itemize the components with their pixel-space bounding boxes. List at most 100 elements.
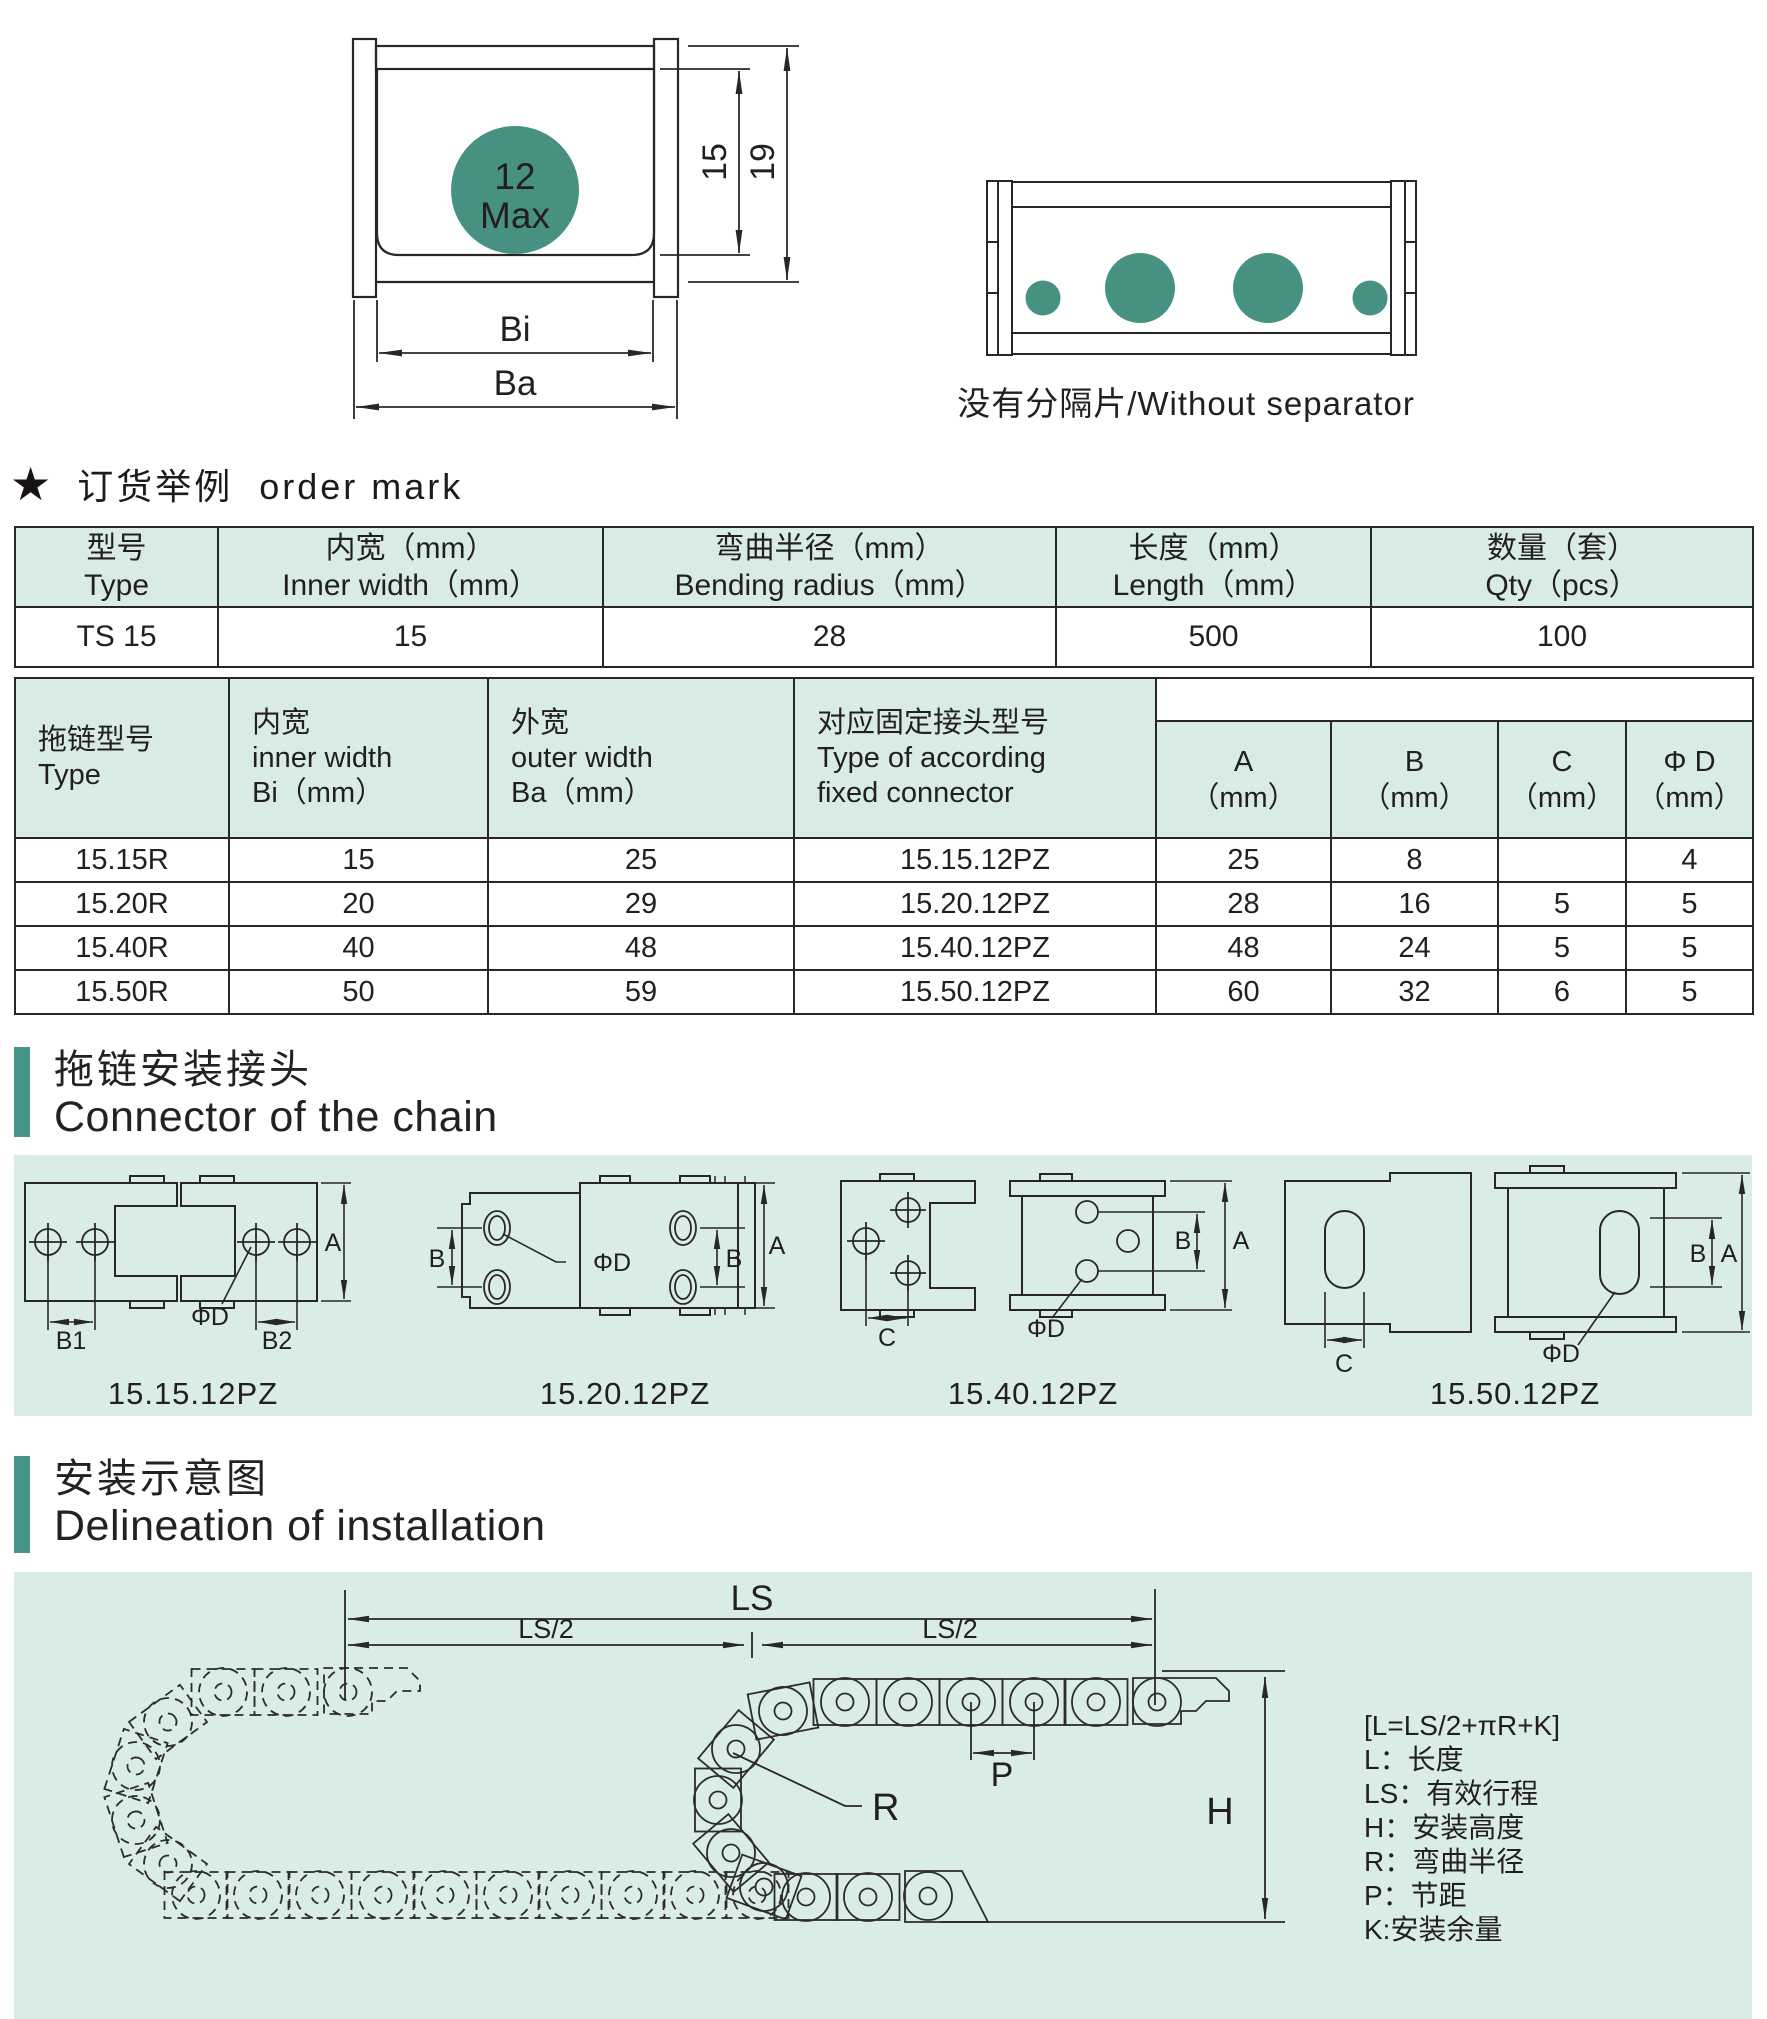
dim-p-label: P (991, 1756, 1014, 1794)
right-side-plate (652, 37, 680, 299)
cell: 59 (487, 969, 795, 1015)
cell: 15.50.12PZ (793, 969, 1157, 1015)
cell: 24 (1330, 925, 1499, 971)
top-right-bracket (1132, 1677, 1230, 1727)
order-col-inner-width: 内宽（mm）Inner width（mm） (217, 526, 604, 608)
cell: 60 (1155, 969, 1332, 1015)
legend-line: H：安装高度 (1364, 1812, 1524, 1843)
legend-line: P：节距 (1364, 1880, 1467, 1911)
order-heading-text: 订货举例 order mark (77, 466, 464, 507)
order-heading: ★ 订货举例 order mark (10, 458, 463, 510)
dim-r-label: R (872, 1787, 899, 1829)
cell: 8 (1330, 837, 1499, 883)
dim-ls-label: LS (731, 1579, 774, 1618)
d3-a-label: A (1233, 1227, 1250, 1255)
drawing-15-50-12PZ (1284, 1165, 1750, 1348)
bottom-right-bracket (903, 1870, 990, 1923)
cell: 15.20.12PZ (793, 881, 1157, 927)
spec-header-row-2: A（mm） B（mm） C（mm） Φ D（mm） (15, 720, 1754, 839)
legend-line: K:安装余量 (1364, 1914, 1502, 1945)
cell: 15.40R (14, 925, 230, 971)
installation-diagram: LS LS/2 LS/2 P R H [L=LS/2+πR+K] L：长度 LS… (103, 1579, 1560, 1945)
order-qty-value: 100 (1370, 606, 1754, 668)
dim-ls2-right-label: LS/2 (922, 1614, 978, 1644)
cell: 15.15R (14, 837, 230, 883)
drawing-15-15-12PZ (24, 1175, 351, 1330)
installation-title-en: Delineation of installation (54, 1502, 546, 1550)
cell: 15 (228, 837, 489, 883)
cross-section-diagram: 12 Max 15 19 Bi Ba (351, 37, 799, 419)
installation-title-zh: 安装示意图 (54, 1457, 269, 1501)
d1-part-label: 15.15.12PZ (108, 1376, 278, 1411)
cell: 15.15.12PZ (793, 837, 1157, 883)
cell: 5 (1625, 925, 1754, 971)
cell: 15.40.12PZ (793, 925, 1157, 971)
installation-legend: [L=LS/2+πR+K] L：长度 LS：有效行程 H：安装高度 R：弯曲半径… (1364, 1710, 1560, 1945)
legend-line: R：弯曲半径 (1364, 1846, 1524, 1877)
order-type-value: TS 15 (14, 606, 219, 668)
cell: 25 (1155, 837, 1332, 883)
cell: 6 (1497, 969, 1627, 1015)
d3-b-label: B (1175, 1227, 1192, 1255)
section-bar-icon (14, 1047, 30, 1137)
installation-section-heading: 安装示意图 Delineation of installation (14, 1456, 546, 1553)
order-col-bending-radius: 弯曲半径（mm）Bending radius（mm） (602, 526, 1057, 608)
order-col-length: 长度（mm）Length（mm） (1055, 526, 1372, 608)
spec-col-c: C（mm） (1497, 720, 1627, 839)
spec-row-2: 15.20R 20 29 15.20.12PZ 28 16 5 5 (14, 881, 1754, 927)
dim-15-label: 15 (696, 143, 734, 181)
left-side-plate (351, 37, 378, 299)
cell: 15.50R (14, 969, 230, 1015)
d4-part-label: 15.50.12PZ (1430, 1376, 1600, 1411)
cell: 5 (1625, 969, 1754, 1015)
cell: 5 (1625, 881, 1754, 927)
d2-phid-label: ΦD (593, 1249, 631, 1277)
cell: 48 (1155, 925, 1332, 971)
top-view-diagram: 没有分隔片/Without separator (957, 180, 1417, 422)
dim-h-label: H (1206, 1791, 1233, 1833)
d3-part-label: 15.40.12PZ (948, 1376, 1118, 1411)
legend-line: L：长度 (1364, 1744, 1464, 1775)
d2-b-right-label: B (726, 1245, 743, 1273)
spec-col-d: Φ D（mm） (1625, 720, 1754, 839)
dim-19-label: 19 (744, 143, 782, 181)
d3-phid-label: ΦD (1027, 1315, 1065, 1343)
drawing-15-20-12PZ (437, 1175, 775, 1316)
cell: 25 (487, 837, 795, 883)
top-left-bracket (323, 1667, 421, 1717)
spec-row-1: 15.15R 15 25 15.15.12PZ 25 8 4 (14, 837, 1754, 883)
cell: 20 (228, 881, 489, 927)
cell: 4 (1625, 837, 1754, 883)
dim-bi-label: Bi (499, 310, 530, 349)
connector-title-en: Connector of the chain (54, 1093, 498, 1141)
d3-c-label: C (878, 1324, 896, 1352)
connector-title-zh: 拖链安装接头 (54, 1048, 312, 1092)
cell: 50 (228, 969, 489, 1015)
d4-b-label: B (1690, 1240, 1707, 1268)
hole-label-line1: 12 (494, 156, 535, 197)
cable-hole (451, 126, 579, 254)
spec-row-4: 15.50R 50 59 15.50.12PZ 60 32 6 5 (14, 969, 1754, 1015)
cell (1497, 837, 1627, 883)
top-crossbar (374, 44, 656, 71)
connector-drawings: B1 ΦD B2 A 15.15.12PZ (24, 1165, 1750, 1411)
order-length-value: 500 (1055, 606, 1372, 668)
dim-ba-label: Ba (494, 364, 537, 403)
legend-line: LS：有效行程 (1364, 1778, 1538, 1809)
order-bending-radius-value: 28 (602, 606, 1057, 668)
d2-a-label: A (769, 1232, 786, 1260)
star-icon: ★ (10, 458, 52, 510)
cell: 29 (487, 881, 795, 927)
cell: 16 (1330, 881, 1499, 927)
cell: 48 (487, 925, 795, 971)
d4-phid-label: ΦD (1542, 1340, 1580, 1368)
cell: 5 (1497, 881, 1627, 927)
cavity-outline (375, 69, 656, 257)
